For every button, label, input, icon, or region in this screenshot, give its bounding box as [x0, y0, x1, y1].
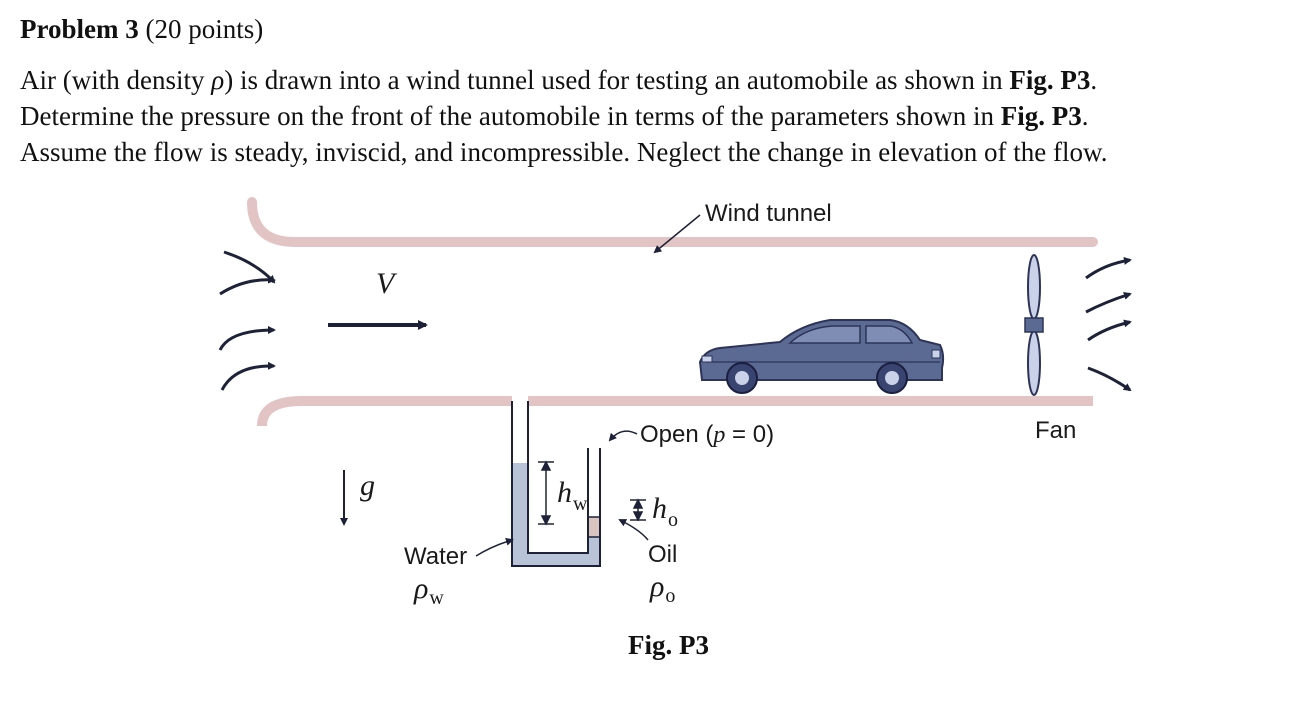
wind-tunnel-figure: V Wind tunnel Fan [200, 190, 1150, 680]
statement-text: Determine the pressure on the front of t… [20, 101, 1001, 131]
open-leader [608, 430, 638, 442]
open-label: Open (p = 0) [640, 421, 774, 448]
lower-tunnel-wall-left [257, 396, 512, 427]
upper-tunnel-wall [247, 197, 1098, 247]
ho-dimension [630, 498, 646, 522]
figure-caption: Fig. P3 [628, 630, 709, 660]
water-label: Water [404, 543, 467, 570]
outlet-flow-arrows [1085, 256, 1132, 392]
gravity-label: g [360, 469, 375, 502]
statement-line-3: Assume the flow is steady, inviscid, and… [20, 137, 1108, 167]
problem-title: Problem 3 (20 points) [20, 14, 263, 45]
figure-reference: Fig. P3 [1000, 101, 1082, 131]
statement-line-2: Determine the pressure on the front of t… [20, 98, 1295, 134]
wind-tunnel-label: Wind tunnel [705, 200, 832, 227]
statement-text: . [1090, 65, 1098, 95]
automobile [698, 319, 945, 394]
water-leader [475, 537, 514, 557]
manometer [511, 401, 601, 567]
statement-line-1: Air (with density ρ) is drawn into a win… [20, 62, 1295, 98]
problem-statement: Air (with density ρ) is drawn into a win… [20, 62, 1295, 170]
rho-symbol: ρ [211, 65, 225, 95]
problem-number: Problem 3 [20, 14, 139, 44]
problem-points: (20 points) [145, 14, 264, 44]
hw-dimension [538, 460, 554, 526]
statement-text: . [1081, 101, 1089, 131]
statement-text: Air (with density [20, 65, 212, 95]
hw-label: hw [557, 476, 588, 515]
water-density-label: ρw [413, 572, 444, 609]
wind-tunnel-diagram: V Wind tunnel Fan [218, 197, 1132, 609]
figure-reference: Fig. P3 [1009, 65, 1091, 95]
fan [1024, 254, 1044, 396]
statement-text: ) is drawn into a wind tunnel used for t… [224, 65, 1010, 95]
oil-label: Oil [648, 541, 677, 568]
oil-leader [618, 519, 649, 541]
ho-label: ho [652, 492, 678, 531]
inlet-flow-arrows [218, 250, 276, 391]
wind-tunnel-leader [653, 214, 701, 254]
fan-label: Fan [1035, 417, 1076, 444]
oil-density-label: ρo [649, 570, 675, 607]
velocity-label: V [376, 267, 398, 300]
